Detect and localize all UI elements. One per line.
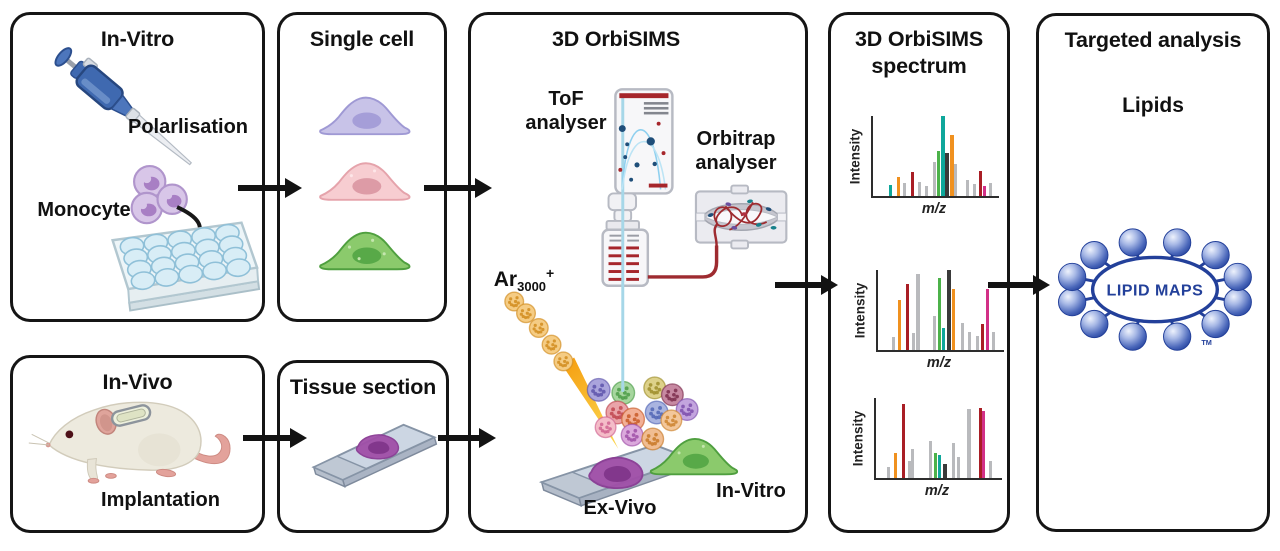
spectrum-plot-3 bbox=[874, 398, 1002, 480]
tof-analyser-icon bbox=[601, 88, 674, 392]
orbitrap-icon bbox=[694, 184, 788, 250]
flow-arrow-spectrum-to-targeted bbox=[988, 274, 1050, 296]
mass-spectrum-1: Intensity m/z bbox=[839, 116, 999, 228]
tissue-icon bbox=[355, 434, 400, 460]
cell-purple-icon bbox=[319, 96, 411, 136]
y-axis-label: Intensity bbox=[852, 282, 868, 339]
tof-analyser-label: ToF analyser bbox=[525, 88, 607, 134]
spectrum-plot-2 bbox=[876, 270, 1004, 352]
monocyte-label: Monocyte bbox=[37, 199, 131, 221]
polarisation-label: Polarlisation bbox=[127, 116, 249, 138]
implant-icon bbox=[110, 404, 152, 427]
panel-title-line2: spectrum bbox=[871, 54, 967, 78]
implantation-label: Implantation bbox=[101, 489, 220, 511]
well-plate-icon bbox=[110, 221, 261, 312]
in-vitro-illustration bbox=[54, 47, 261, 312]
panel-in-vivo: In-Vivo Implantation bbox=[10, 355, 265, 533]
panel-title-line1: 3D OrbiSIMS bbox=[854, 27, 984, 51]
in-vivo-illustration bbox=[28, 401, 231, 484]
single-cell-illustration bbox=[319, 96, 411, 271]
lipid-maps-logo: LIPID MAPS TM bbox=[1057, 228, 1252, 351]
panel-title: In-Vivo bbox=[102, 370, 173, 394]
panel-tissue-section: Tissue section bbox=[277, 360, 449, 533]
x-axis-label: m/z bbox=[921, 201, 947, 217]
sample-slide-icon bbox=[538, 438, 739, 508]
panel-title: Tissue section bbox=[289, 375, 437, 399]
y-axis-label: Intensity bbox=[847, 128, 863, 185]
mass-spectrum-3: Intensity m/z bbox=[842, 398, 1002, 510]
panel-in-vitro: In-Vitro Polarlisation Monocyte bbox=[10, 12, 265, 322]
cell-pink-icon bbox=[319, 162, 411, 201]
tissue-slide-icon bbox=[311, 423, 438, 488]
x-axis-label: m/z bbox=[924, 483, 950, 499]
logo-tm: TM bbox=[1201, 338, 1212, 347]
panel-title: In-Vitro bbox=[100, 27, 175, 51]
cell-green-icon bbox=[319, 231, 411, 271]
panel-title: Single cell bbox=[309, 27, 415, 51]
spectrum-plot-1 bbox=[871, 116, 999, 198]
orbitrap-analyser-label: Orbitrap analyser bbox=[695, 128, 777, 174]
ex-vivo-label: Ex-Vivo bbox=[583, 497, 657, 519]
flow-arrow-invivo-to-tissue bbox=[243, 427, 307, 449]
flow-arrow-tissue-to-orbisims bbox=[438, 427, 496, 449]
mouse-icon bbox=[28, 401, 231, 484]
sputtered-particles-icon bbox=[586, 376, 699, 451]
lipids-label: Lipids bbox=[1122, 94, 1184, 117]
tissue-section-illustration bbox=[311, 423, 438, 488]
logo-text: LIPID MAPS bbox=[1107, 281, 1204, 299]
x-axis-label: m/z bbox=[926, 355, 952, 371]
flow-arrow-singlecell-to-orbisims bbox=[424, 177, 492, 199]
panel-title: Targeted analysis bbox=[1064, 28, 1242, 52]
panel-spectrum: 3D OrbiSIMS spectrum Intensity m/z Inten… bbox=[828, 12, 1010, 533]
panel-single-cell: Single cell bbox=[277, 12, 447, 322]
in-vitro-sample-label: In-Vitro bbox=[716, 480, 786, 502]
panel-orbisims: 3D OrbiSIMS ToF analyser Orbitrap analys… bbox=[468, 12, 808, 533]
in-vitro-cell-icon bbox=[649, 438, 739, 476]
logo-ellipse bbox=[1090, 255, 1220, 324]
panel-title: 3D OrbiSIMS bbox=[551, 27, 681, 51]
y-axis-label: Intensity bbox=[850, 410, 866, 467]
orbisims-illustration bbox=[504, 88, 788, 508]
panel-targeted-analysis: Targeted analysis Lipids LIPID MAPS TM bbox=[1036, 13, 1270, 532]
flow-arrow-invitro-to-singlecell bbox=[238, 177, 302, 199]
ex-vivo-tissue-icon bbox=[588, 456, 644, 489]
ion-transfer-line bbox=[647, 245, 719, 279]
mass-spectrum-2: Intensity m/z bbox=[844, 270, 1004, 382]
pipette-icon bbox=[54, 47, 193, 166]
argon-cluster-label: Ar3000+ bbox=[493, 265, 555, 295]
flow-arrow-orbisims-to-spectrum bbox=[775, 274, 838, 296]
